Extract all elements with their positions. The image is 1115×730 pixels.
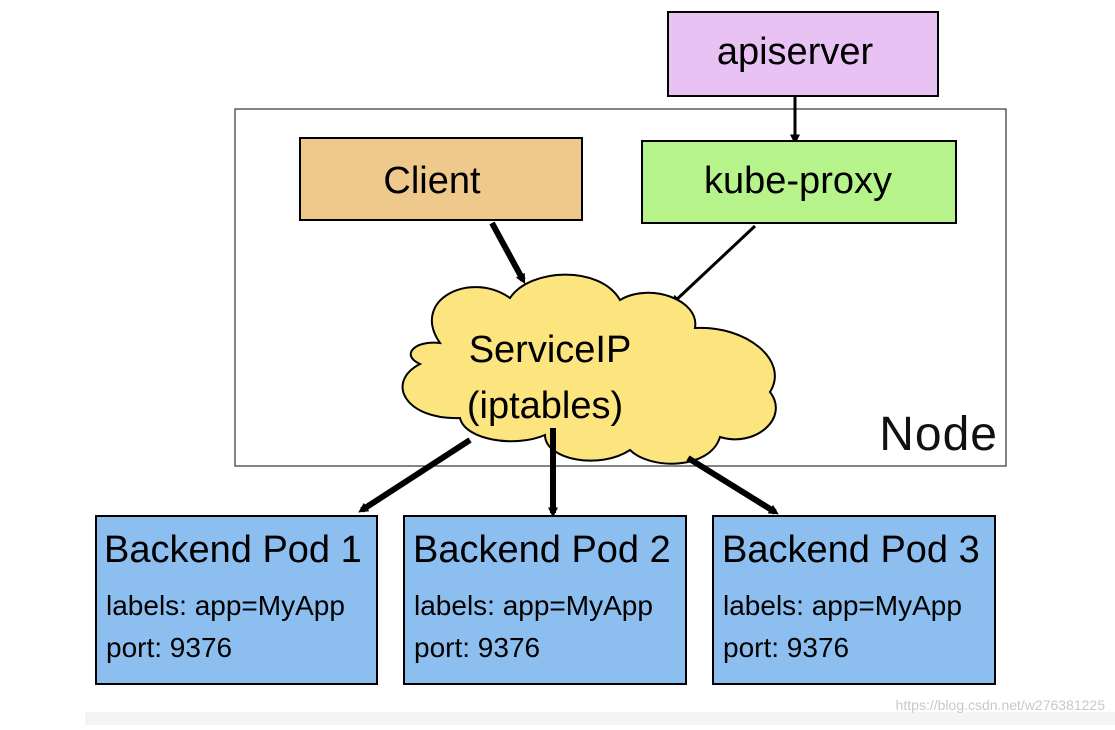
backend-pod-1: Backend Pod 1 labels: app=MyApp port: 93… (95, 515, 378, 685)
arrow-serviceip-to-pod-1 (358, 437, 472, 513)
watermark-text: https://blog.csdn.net/w276381225 (895, 697, 1105, 713)
pod-title: Backend Pod 1 (104, 529, 362, 571)
kube-proxy-box (641, 140, 957, 224)
pod-port: port: 9376 (414, 632, 540, 663)
backend-pod-2: Backend Pod 2 labels: app=MyApp port: 93… (403, 515, 687, 685)
client-box (299, 137, 583, 221)
serviceip-sublabel: (iptables) (467, 385, 623, 427)
pod-title: Backend Pod 2 (413, 529, 671, 571)
pod-title: Backend Pod 3 (722, 529, 980, 571)
apiserver-label: apiserver (717, 31, 874, 73)
arrow-serviceip-to-pod-3 (686, 455, 779, 515)
node-boundary (234, 108, 1007, 467)
arrow-client-to-serviceip (489, 221, 526, 284)
arrow-kube-proxy-to-serviceip (670, 224, 757, 306)
serviceip-cloud (401, 273, 777, 465)
pod-labels: labels: app=MyApp (414, 590, 653, 621)
serviceip-label: ServiceIP (469, 329, 632, 371)
node-label: Node (879, 408, 998, 461)
pod-labels: labels: app=MyApp (106, 590, 345, 621)
pod-port: port: 9376 (106, 632, 232, 663)
footer-band (85, 712, 1115, 725)
client-label: Client (383, 160, 481, 202)
backend-pod-3: Backend Pod 3 labels: app=MyApp port: 93… (712, 515, 996, 685)
pod-labels: labels: app=MyApp (723, 590, 962, 621)
kube-proxy-label: kube-proxy (704, 160, 892, 202)
pod-port: port: 9376 (723, 632, 849, 663)
apiserver-box (667, 11, 939, 97)
